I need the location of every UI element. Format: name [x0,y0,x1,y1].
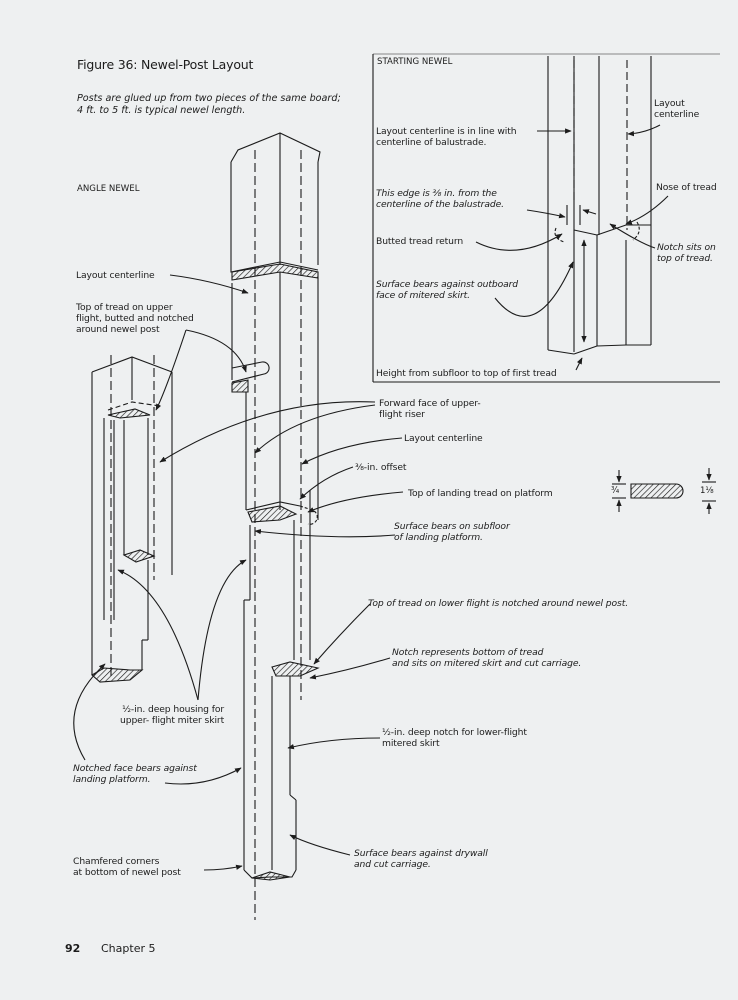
label-line: and sits on mitered skirt and cut carria… [392,658,582,669]
angle-newel-heading: ANGLE NEWEL [77,184,140,194]
chapter-label: Chapter 5 [101,942,156,955]
label-line: and cut carriage. [354,859,431,870]
dimension-nose: 1⅛ [700,486,714,496]
label-notch-represents: Notch represents bottom of tread and sit… [392,647,581,669]
label-layout-centerline-mid: Layout centerline [404,433,483,444]
dimension-thickness: ¾ [611,486,620,496]
label-line: top of tread. [657,253,713,264]
label-line: centerline [654,109,700,120]
angle-newel-side-view [91,355,173,683]
label-line: ½-in. deep housing for [122,704,225,715]
label-line: ½-in. deep notch for lower-flight [382,727,527,738]
label-inline-centerline: Layout centerline is in line with center… [376,126,517,148]
label-line: Layout [654,98,685,109]
caption-line: Posts are glued up from two pieces of th… [77,93,341,104]
label-surface-drywall: Surface bears against drywall and cut ca… [354,848,488,870]
label-top-tread-lower: Top of tread on lower flight is notched … [368,598,629,609]
angle-newel-post [230,132,321,920]
label-line: This edge is ⅜ in. from the [376,188,497,199]
starting-newel-post [547,56,652,355]
starting-newel-frame [372,53,720,383]
label-butted-return: Butted tread return [376,236,464,247]
label-chamfered: Chamfered corners at bottom of newel pos… [73,856,181,878]
label-line: Chamfered corners [73,856,160,867]
label-line: centerline of the balustrade. [376,199,504,210]
label-height-subfloor: Height from subfloor to top of first tre… [376,368,557,379]
starting-newel-leaders [475,124,669,371]
label-notch-sits: Notch sits on top of tread. [657,242,716,264]
label-half-notch: ½-in. deep notch for lower-flight mitere… [382,727,527,749]
label-offset: ⅜-in. offset [355,462,407,473]
label-line: face of mitered skirt. [376,290,470,301]
label-line: Forward face of upper- [379,398,481,409]
label-line: Surface bears against outboard [376,279,519,290]
label-line: around newel post [76,324,160,335]
label-line: at bottom of newel post [73,867,181,878]
label-surface-outboard: Surface bears against outboard face of m… [376,279,518,301]
label-line: centerline of balustrade. [376,137,487,148]
label-line: Surface bears against drywall [354,848,488,859]
label-top-landing-tread: Top of landing tread on platform [408,488,553,499]
label-forward-face: Forward face of upper- flight riser [379,398,481,420]
label-layout-centerline-top: Layout centerline [76,270,155,281]
label-surface-subfloor: Surface bears on subfloor of landing pla… [394,521,510,543]
label-line: upper- flight miter skirt [120,715,225,726]
label-line: Top of tread on upper [76,302,173,313]
caption-line: 4 ft. to 5 ft. is typical newel length. [77,105,246,116]
label-line: mitered skirt [382,738,440,749]
label-line: landing platform. [73,774,151,785]
angle-newel-leaders [73,274,404,871]
label-line: Notch sits on [657,242,716,253]
label-line: Layout centerline is in line with [376,126,517,137]
figure-caption: Posts are glued up from two pieces of th… [77,93,341,117]
tread-section-profile [612,468,716,514]
label-notched-face: Notched face bears against landing platf… [73,763,197,785]
starting-newel-heading: STARTING NEWEL [377,57,453,67]
page-number: 92 [65,942,81,955]
label-line: flight riser [379,409,425,420]
label-nose-of-tread: Nose of tread [656,182,717,193]
label-layout-centerline-starting: Layout centerline [654,98,699,120]
label-line: flight, butted and notched [76,313,194,324]
label-line: Surface bears on subfloor [394,521,510,532]
label-line: Notch represents bottom of tread [392,647,544,658]
label-line: of landing platform. [394,532,483,543]
label-top-of-tread-upper: Top of tread on upper flight, butted and… [76,302,194,335]
label-line: Notched face bears against [73,763,197,774]
figure-title: Figure 36: Newel-Post Layout [77,57,254,72]
label-housing: ½-in. deep housing for upper- flight mit… [120,704,224,726]
label-edge-distance: This edge is ⅜ in. from the centerline o… [376,188,504,210]
